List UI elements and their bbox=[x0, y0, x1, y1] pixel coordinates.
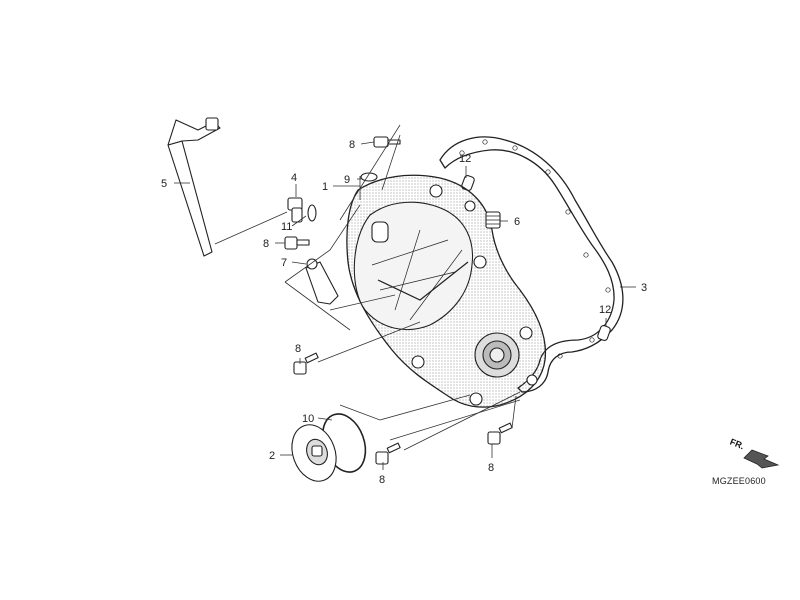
arm-link bbox=[305, 258, 339, 305]
bolt-lower-left bbox=[293, 352, 319, 375]
callout-6: 6 bbox=[514, 216, 520, 228]
timing-hole-cap bbox=[291, 424, 337, 482]
callout-8-left: 8 bbox=[263, 238, 269, 250]
crankcase-cover bbox=[346, 174, 547, 408]
front-direction-indicator: FR. bbox=[728, 437, 780, 469]
callout-4: 4 bbox=[291, 172, 297, 184]
shift-shaft bbox=[167, 117, 221, 257]
leader-lines bbox=[174, 124, 636, 470]
callout-12-lower: 12 bbox=[599, 304, 611, 316]
dowel-pin-lower bbox=[597, 325, 611, 341]
snap-ring bbox=[307, 204, 317, 222]
callout-8-lower-left: 8 bbox=[295, 343, 301, 355]
front-label: FR. bbox=[728, 437, 745, 452]
callout-12-upper: 12 bbox=[459, 153, 471, 165]
oil-level-sensor bbox=[287, 197, 303, 223]
callout-7: 7 bbox=[281, 257, 287, 269]
callout-10: 10 bbox=[302, 413, 314, 425]
callout-3: 3 bbox=[641, 282, 647, 294]
diagram-code: MGZEE0600 bbox=[712, 476, 766, 486]
callout-labels: 5 4 11 8 7 8 1 9 6 3 12 12 8 10 2 8 8 bbox=[161, 139, 647, 486]
callout-8-bottom: 8 bbox=[379, 474, 385, 486]
callout-1: 1 bbox=[322, 181, 328, 193]
callout-8-top: 8 bbox=[349, 139, 355, 151]
cap-seal bbox=[360, 172, 378, 182]
callout-9: 9 bbox=[344, 174, 350, 186]
callout-5: 5 bbox=[161, 178, 167, 190]
callout-11: 11 bbox=[281, 221, 292, 233]
bolt-bottom-right bbox=[487, 422, 513, 445]
arrow-icon bbox=[743, 449, 780, 469]
spring bbox=[485, 211, 501, 229]
callout-8-bottom-right: 8 bbox=[488, 462, 494, 474]
bolt-bottom-center bbox=[375, 442, 401, 465]
bolt-left bbox=[284, 236, 310, 250]
callout-2: 2 bbox=[269, 450, 275, 462]
